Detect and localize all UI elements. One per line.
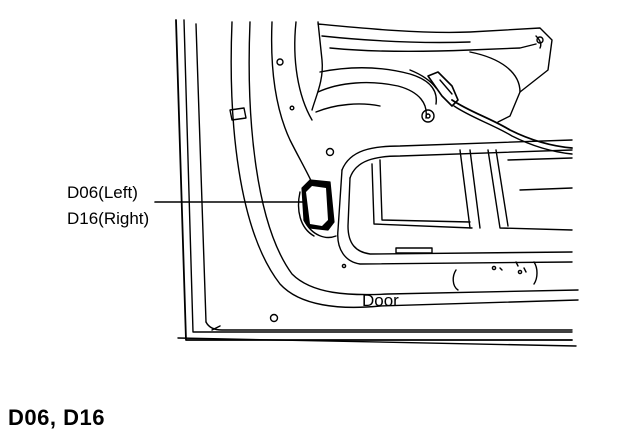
door-label: Door	[362, 291, 399, 310]
connector-label-left: D06(Left)	[67, 183, 138, 202]
inner-contours	[230, 21, 579, 309]
connector-block	[297, 179, 337, 239]
panel-opening	[337, 139, 573, 291]
connector-label-right: D16(Right)	[67, 209, 150, 228]
upper-mechanism	[315, 23, 573, 155]
door-panel-outline	[175, 19, 577, 347]
figure-caption: D06, D16	[8, 405, 105, 430]
mounting-holes	[211, 58, 347, 331]
